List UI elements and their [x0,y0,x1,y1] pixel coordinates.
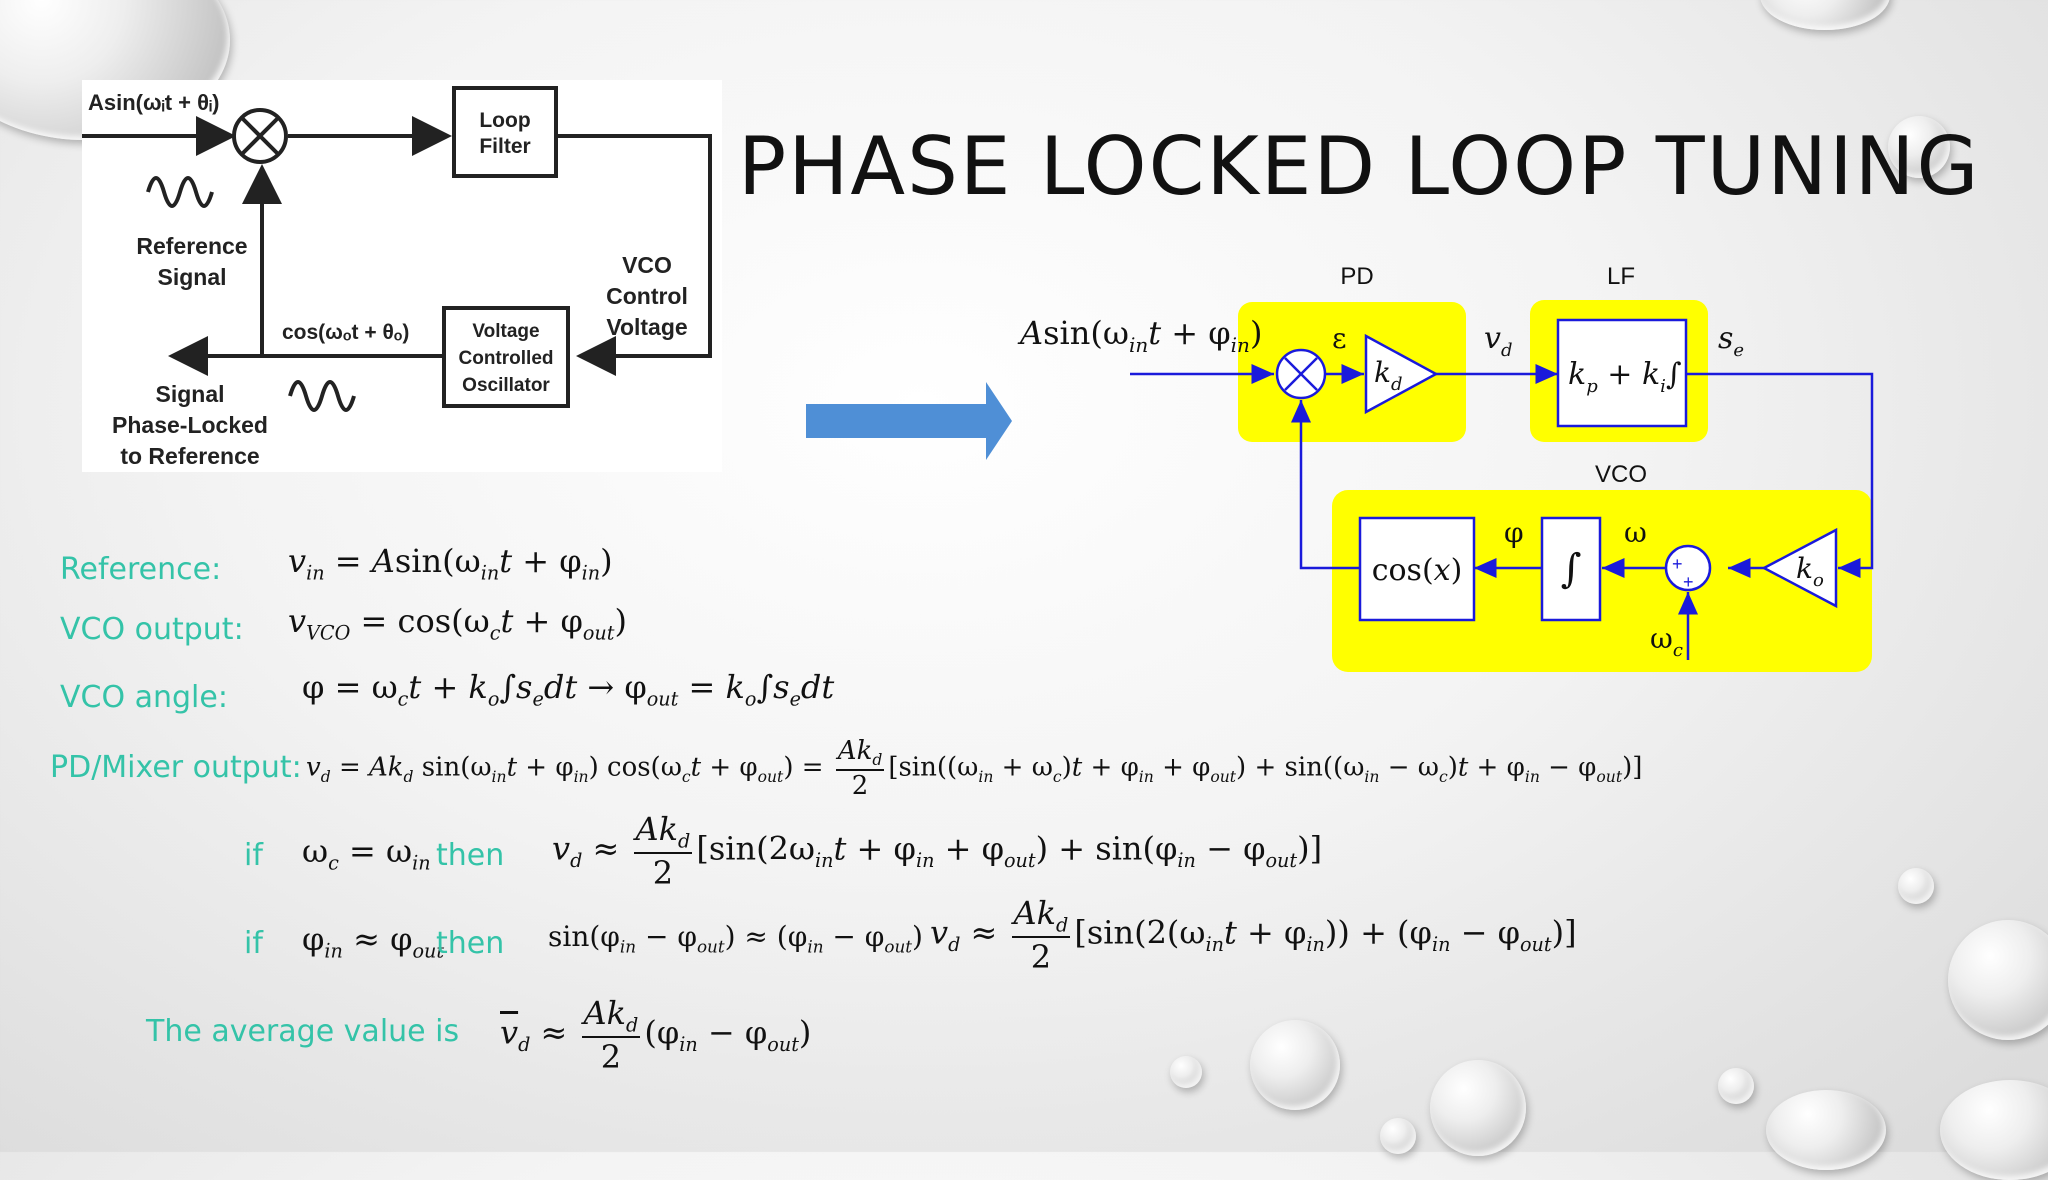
svg-text:Reference: Reference [136,233,247,259]
water-drop-decoration [1170,1056,1202,1088]
vco-label: VCO [1595,461,1647,488]
svg-text:∫: ∫ [1561,546,1582,592]
water-drop-decoration [1766,1090,1886,1170]
pll-input-label: Asin(ωint + φin) [1017,314,1262,357]
svg-text:Signal: Signal [157,264,226,290]
water-drop-decoration [1718,1068,1754,1104]
pd-output-label: PD/Mixer output: [50,750,302,785]
water-drop-decoration [1250,1020,1340,1110]
condition-equation-2: φin ≈ φout [302,920,445,963]
if-label-1: if [244,838,263,873]
small-angle-equation: sin(φin − φout) ≈ (φin − φout) [548,920,923,957]
svg-text:+: + [1683,572,1694,592]
average-label: The average value is [146,1014,460,1049]
se-label: se [1718,321,1744,361]
svg-text:Signal: Signal [155,381,224,407]
phi-label: φ [1504,516,1524,549]
vco-box [442,306,570,408]
pll-math-diagram: PD LF VCO Asin(ωint + φin) ε kd vd kp + … [1017,263,1874,672]
svg-text:VCO: VCO [622,252,672,278]
vco-angle-label: VCO angle: [60,680,228,715]
svg-text:Controlled: Controlled [459,348,554,369]
vd-label: vd [1484,321,1512,361]
pd-output-equation: vd = Akd sin(ωint + φin) cos(ωct + φout)… [306,736,1643,802]
vco-output-equation: vVCO = cos(ωct + φout) [288,602,627,645]
if-label-2: if [244,926,263,961]
svg-text:cos(x): cos(x) [1372,553,1463,588]
vco-angle-equation: φ = ωct + ko∫sedt → φout = ko∫sedt [302,668,835,711]
svg-text:+: + [1672,554,1683,574]
svg-text:to Reference: to Reference [120,443,259,469]
reference-label: Reference: [60,552,222,587]
water-drop-decoration [1760,0,1890,30]
ko-gain [1761,527,1838,609]
output-waveform [288,380,356,412]
water-drop-decoration [1898,868,1934,904]
pd-label: PD [1340,263,1373,290]
omega-label: ω [1624,516,1647,549]
water-drop-decoration [1380,1118,1416,1154]
then-label-2: then [436,926,505,961]
input-signal-label: Asin(ωᵢt + θᵢ) [88,90,219,115]
blue-arrow-icon [806,382,1012,460]
vco-output-label: VCO output: [60,612,244,647]
svg-text:Loop: Loop [479,109,530,132]
reference-equation: vin = Asin(ωint + φin) [288,542,613,585]
lf-label: LF [1607,263,1635,290]
svg-text:Control: Control [606,283,688,309]
svg-text:Phase-Locked: Phase-Locked [112,412,268,438]
pll-block-diagram: Asin(ωᵢt + θᵢ) Loop Filter VCO Control V… [82,80,722,472]
svg-text:Filter: Filter [479,135,530,158]
svg-text:Voltage: Voltage [606,314,687,340]
then-label-1: then [436,838,505,873]
svg-text:Oscillator: Oscillator [462,375,550,396]
vco-output-label: cos(ωₒt + θₒ) [282,321,409,344]
svg-text:Voltage: Voltage [472,321,539,342]
reference-waveform [146,176,214,208]
kd-gain [1364,333,1439,415]
epsilon-label: ε [1332,322,1347,355]
pll-block-diagram-svg: Asin(ωᵢt + θᵢ) Loop Filter VCO Control V… [82,86,712,469]
loop-filter-box [452,86,558,178]
cos-box [1358,516,1476,622]
water-drop-decoration [1430,1060,1526,1156]
water-drop-decoration [1940,1080,2048,1180]
condition-equation-1: ωc = ωin [302,832,431,875]
lf-box [1556,318,1688,428]
water-drop-decoration [1948,920,2048,1040]
water-drop-decoration [1888,116,1950,178]
slide-title: PHASE LOCKED LOOP TUNING [738,120,1981,213]
integrator-box [1540,516,1602,622]
